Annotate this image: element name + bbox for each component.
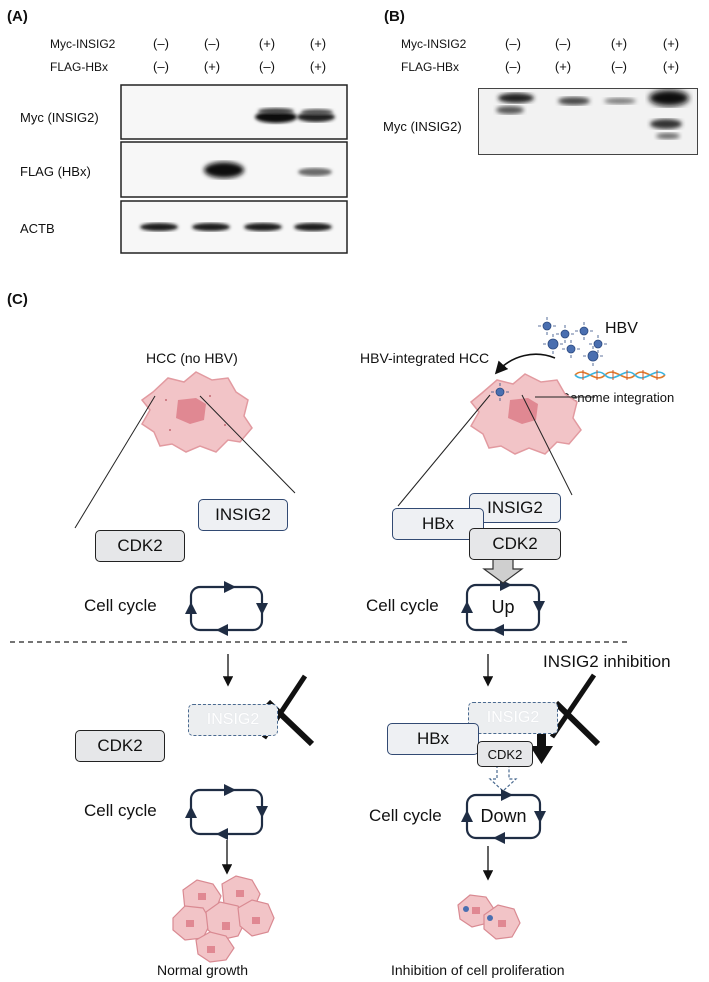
hbx-box-after: HBx bbox=[387, 723, 479, 755]
hbx-label-after: HBx bbox=[416, 729, 450, 748]
blot-b-label-myc: Myc (INSIG2) bbox=[383, 119, 462, 134]
upregulation-arrow bbox=[482, 556, 524, 584]
blot-label-myc: Myc (INSIG2) bbox=[20, 110, 99, 125]
sign-b-myc-3: (+) bbox=[610, 36, 628, 51]
band-myc-lane3 bbox=[255, 111, 297, 123]
sign-b-myc-4: (+) bbox=[662, 36, 680, 51]
right-title: HBV-integrated HCC bbox=[360, 350, 490, 366]
band-b-lane1-low bbox=[496, 106, 524, 114]
cdk2-label-right: CDK2 bbox=[492, 534, 538, 553]
sign-a-myc-2: (–) bbox=[204, 36, 220, 51]
cycle-state-up: Up bbox=[491, 597, 515, 617]
band-b-lane4-mid bbox=[650, 119, 682, 129]
condition-b-myc-insig2-label: Myc-INSIG2 bbox=[401, 37, 467, 51]
insig2-box-right: INSIG2 bbox=[469, 493, 561, 523]
cell-cycle-left-bottom bbox=[189, 788, 264, 836]
sign-b-flag-1: (–) bbox=[505, 59, 521, 74]
insig2-inhibited-label-right: INSIG2 bbox=[486, 709, 540, 726]
insig2-label: INSIG2 bbox=[215, 505, 271, 524]
cell-cycle-label-right: Cell cycle bbox=[366, 596, 439, 615]
cdk2-box-right-after: CDK2 bbox=[477, 741, 533, 767]
cdk2-label-left-after: CDK2 bbox=[97, 736, 143, 755]
cell-cycle-label-left-after: Cell cycle bbox=[84, 801, 157, 820]
condition-b-flag-hbx-label: FLAG-HBx bbox=[401, 60, 460, 74]
insig2-label-right: INSIG2 bbox=[487, 498, 543, 517]
genome-integration-label: Genome integration bbox=[560, 390, 675, 405]
cycle-state-down: Down bbox=[480, 806, 527, 826]
sign-a-myc-3: (+) bbox=[258, 36, 276, 51]
sign-b-flag-3: (–) bbox=[611, 59, 627, 74]
sign-b-myc-1: (–) bbox=[505, 36, 521, 51]
sign-b-myc-2: (–) bbox=[555, 36, 571, 51]
blot-label-actb: ACTB bbox=[20, 221, 55, 236]
hbx-label: HBx bbox=[421, 514, 455, 533]
insig2-inhibited-box-left: INSIG2 bbox=[188, 704, 278, 736]
hbv-integrated-hcc-cell bbox=[469, 373, 582, 455]
left-title: HCC (no HBV) bbox=[146, 350, 238, 366]
hcc-cell-left bbox=[140, 371, 253, 453]
cell-cycle-label-right-after: Cell cycle bbox=[369, 806, 442, 825]
blot-panel-b bbox=[478, 88, 698, 155]
panel-c-label: (C) bbox=[7, 291, 28, 308]
panel-b-label: (B) bbox=[384, 8, 405, 25]
band-b-lane1-top bbox=[498, 93, 534, 103]
sign-b-flag-4: (+) bbox=[662, 59, 680, 74]
panel-a-label: (A) bbox=[7, 8, 28, 25]
band-flag-lane2 bbox=[204, 162, 244, 178]
blot-label-flag: FLAG (HBx) bbox=[20, 164, 91, 179]
sign-a-flag-2: (+) bbox=[203, 59, 221, 74]
sign-b-flag-2: (+) bbox=[554, 59, 572, 74]
hbv-label: HBV bbox=[605, 320, 638, 337]
cdk2-label: CDK2 bbox=[117, 536, 163, 555]
cdk2-down-arrow bbox=[530, 718, 553, 764]
sign-a-flag-3: (–) bbox=[259, 59, 275, 74]
band-flag-lane4 bbox=[298, 168, 332, 176]
outcome-left: Normal growth bbox=[157, 962, 249, 978]
band-b-lane4-top bbox=[649, 90, 689, 106]
band-b-lane2 bbox=[558, 97, 590, 105]
infection-arrow bbox=[494, 353, 556, 375]
dna-helix-icon bbox=[574, 370, 666, 380]
sign-a-myc-1: (–) bbox=[153, 36, 169, 51]
outcome-right: Inhibition of cell proliferation bbox=[391, 962, 565, 978]
sign-a-flag-1: (–) bbox=[153, 59, 169, 74]
band-b-lane3 bbox=[604, 98, 636, 104]
cdk2-label-right-after: CDK2 bbox=[487, 746, 523, 762]
insig2-inhibited-label-left: INSIG2 bbox=[206, 711, 260, 728]
sign-a-flag-4: (+) bbox=[309, 59, 327, 74]
condition-flag-hbx-label: FLAG-HBx bbox=[50, 60, 109, 74]
hbv-virus-icon bbox=[495, 321, 603, 397]
blot-panel-a bbox=[120, 84, 348, 254]
insig2-inhibition-label: INSIG2 inhibition bbox=[543, 652, 671, 671]
reduced-signal-arrow bbox=[488, 764, 518, 792]
cell-cycle-left-top bbox=[189, 585, 264, 632]
cdk2-box-right: CDK2 bbox=[469, 528, 561, 560]
insig2-box-left: INSIG2 bbox=[198, 499, 288, 531]
inhibition-bar-right bbox=[549, 673, 601, 747]
band-actb-lane2 bbox=[192, 223, 230, 231]
insig2-inhibited-box-right: INSIG2 bbox=[468, 702, 558, 734]
band-actb-lane4 bbox=[294, 223, 332, 231]
hbx-box: HBx bbox=[392, 508, 484, 540]
cdk2-box-left: CDK2 bbox=[95, 530, 185, 562]
condition-myc-insig2-label: Myc-INSIG2 bbox=[50, 37, 116, 51]
cdk2-box-left-after: CDK2 bbox=[75, 730, 165, 762]
band-actb-lane3 bbox=[244, 223, 282, 231]
sign-a-myc-4: (+) bbox=[309, 36, 327, 51]
band-actb-lane1 bbox=[140, 223, 178, 231]
cell-cycle-label-left: Cell cycle bbox=[84, 596, 157, 615]
